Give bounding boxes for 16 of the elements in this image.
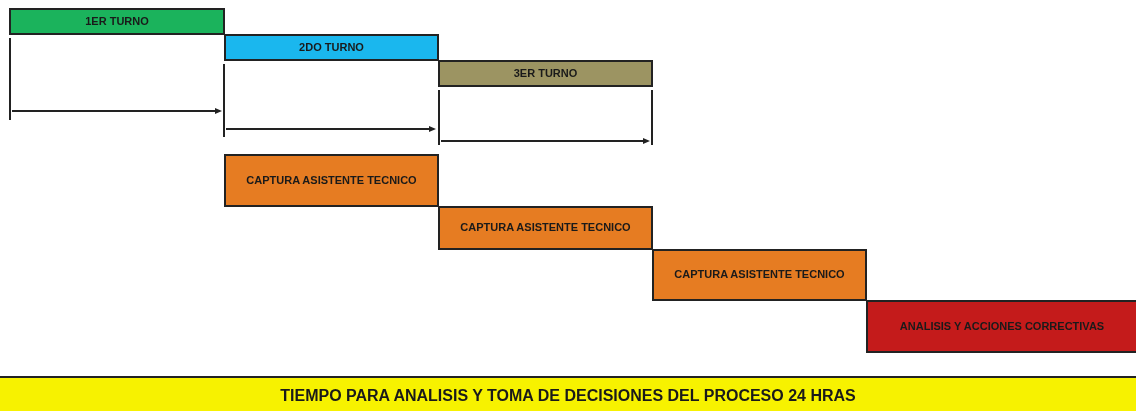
box-label: TIEMPO PARA ANALISIS Y TOMA DE DECISIONES DEL PROCESO 24 HRAS: [280, 386, 856, 406]
box-label: 1ER TURNO: [85, 14, 149, 29]
task-box: [224, 154, 439, 207]
task-box: [866, 300, 1136, 353]
task-box: [438, 206, 653, 250]
box-label: 2DO TURNO: [299, 40, 364, 55]
box-label: CAPTURA ASISTENTE TECNICO: [460, 221, 631, 235]
shift-bar: [224, 34, 439, 61]
summary-band: [0, 376, 1136, 411]
box-label: ANALISIS Y ACCIONES CORRECTIVAS: [899, 319, 1105, 334]
box-label: CAPTURA ASISTENTE TECNICO: [674, 268, 845, 282]
task-box: [652, 249, 867, 301]
shift-bar: [9, 8, 225, 35]
box-label: CAPTURA ASISTENTE TECNICO: [246, 173, 417, 188]
box-label: 3ER TURNO: [513, 66, 578, 81]
shift-bar: [438, 60, 653, 87]
